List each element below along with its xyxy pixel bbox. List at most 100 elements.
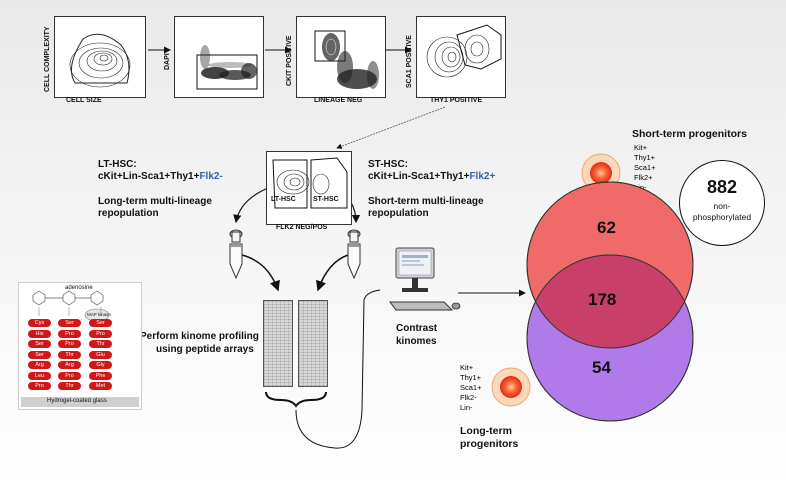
st-hsc-markers: cKit+Lin-Sca1+Thy1+Flk2+: [368, 171, 495, 182]
gate-label-st-hsc: ST-HSC: [313, 196, 339, 203]
st-hsc-flk2: Flk2+: [469, 171, 496, 182]
lt-hsc-title: LT-HSC:: [98, 159, 137, 170]
venn-diagram: [526, 181, 694, 422]
long-marker: Lin-: [460, 403, 473, 412]
venn-overlap-count: 178: [588, 290, 617, 309]
plot4-xlabel: THY1 POSITIVE: [430, 97, 483, 104]
peptide-residue: His: [28, 329, 51, 338]
gate-label-lt-hsc: LT-HSC: [271, 196, 296, 203]
venn-overlap-region: [527, 255, 693, 348]
tube-st-hsc-icon: [347, 229, 361, 280]
plot3-xlabel: LINEAGE NEG: [314, 97, 363, 104]
peptide-residue: Ser: [28, 350, 51, 359]
adenosine-label: adenosine: [65, 285, 93, 291]
short-marker: Flk2+: [634, 173, 653, 182]
peptide-residue: Phe: [89, 371, 112, 380]
peptide-residue: Ser: [58, 319, 81, 327]
lt-hsc-desc-1: Long-term multi-lineage: [98, 196, 212, 207]
flow-plot-sca1-thy1: [416, 16, 506, 98]
plot2-ylabel: DAPI: [164, 53, 171, 70]
peptide-residue: Pro: [58, 371, 81, 380]
venn-long-only-count: 54: [592, 358, 611, 377]
long-marker: Flk2-: [460, 393, 477, 402]
arrow-right-tube-array: [316, 254, 349, 292]
venn-short-only-count: 62: [597, 218, 616, 237]
arrow-left-tube-array: [241, 254, 280, 292]
st-hsc-desc-1: Short-term multi-lineage: [368, 196, 484, 207]
chemistry-drawing: [21, 290, 139, 407]
peptide-residue: Thr: [58, 350, 81, 359]
kinase-label: MAP kinase: [87, 312, 111, 317]
non-phospho-label-1: non-: [713, 201, 731, 211]
short-marker: Sca1+: [634, 163, 656, 172]
long-marker: Sca1+: [460, 383, 482, 392]
long-term-title-1: Long-term: [460, 425, 512, 437]
non-phospho-count: 882: [706, 177, 738, 197]
sort-plot-xlabel: FLK2 NEG/POS: [276, 224, 328, 231]
peptide-residue: Pro: [58, 329, 81, 338]
tube-lt-hsc-icon: [229, 229, 243, 280]
peptide-residue: Leu: [28, 371, 51, 380]
flow-plot-dapi: [174, 16, 264, 98]
peptide-residue: Glu: [89, 350, 112, 359]
peptide-residue: Pro: [28, 382, 51, 390]
contour-plot-sort: [272, 157, 348, 209]
flow-plot-cell-size: [54, 16, 146, 98]
st-hsc-desc-2: repopulation: [368, 208, 429, 219]
contrast-line-2: kinomes: [396, 336, 437, 347]
dot-plot-2: [196, 45, 258, 90]
flow-plot-lineage: [296, 16, 386, 98]
long-marker: Thy1+: [460, 373, 482, 382]
lt-hsc-flk2: Flk2-: [199, 171, 223, 182]
plot3-ylabel: CKIT POSITIVE: [286, 35, 293, 86]
peptide-residue: Thr: [89, 340, 112, 348]
computer-icon: [389, 247, 461, 311]
long-term-cell-icon: [491, 367, 531, 407]
long-term-title-2: progenitors: [460, 438, 519, 450]
kinome-profiling-line-2: using peptide arrays: [156, 344, 254, 355]
contour-plot-4: [426, 24, 502, 78]
contrast-line-1: Contrast: [396, 323, 438, 334]
peptide-residue: Ser: [89, 319, 112, 327]
arrow-sort-left-tube: [233, 187, 269, 224]
contour-plot-1: [69, 33, 131, 88]
peptide-residue: Arg: [28, 361, 51, 369]
peptide-residue: Cys: [28, 319, 51, 327]
arrow-plot4-sort: [336, 106, 446, 149]
lt-hsc-desc-2: repopulation: [98, 208, 159, 219]
non-phosphorylated-circle: 882 non- phosphorylated: [679, 160, 765, 246]
peptide-residue: Met: [89, 382, 112, 390]
non-phospho-label-2: phosphorylated: [692, 212, 752, 222]
st-hsc-title: ST-HSC:: [368, 159, 408, 170]
peptide-array-lt: [263, 300, 293, 387]
brace-under-arrays: [265, 391, 327, 408]
sort-plot-flk2: LT-HSC ST-HSC: [266, 151, 352, 225]
long-marker: Kit+: [460, 363, 474, 372]
dot-plot-3: [314, 30, 379, 89]
peptide-chemistry-panel: adenosine MAP kinase Hydrogel-coated gla…: [18, 282, 142, 410]
short-marker: Kit+: [634, 143, 648, 152]
plot1-xlabel: CELL SIZE: [66, 97, 102, 104]
st-hsc-marker-list: cKit+Lin-Sca1+Thy1+: [368, 171, 470, 182]
peptide-residue: Gly: [89, 361, 112, 369]
plot4-ylabel: SCA1 POSITIVE: [406, 35, 413, 88]
lt-hsc-markers: cKit+Lin-Sca1+Thy1+Flk2-: [98, 171, 223, 182]
peptide-residue: Pro: [89, 329, 112, 338]
connector-arrays-computer: [295, 289, 381, 449]
peptide-residue: Pro: [58, 340, 81, 348]
glass-label: Hydrogel-coated glass: [47, 398, 107, 404]
peptide-array-st: [298, 300, 328, 387]
peptide-residue: Thr: [58, 382, 81, 390]
short-term-title: Short-term progenitors: [632, 128, 747, 140]
long-term-markers: Kit+ Thy1+ Sca1+ Flk2- Lin-: [460, 363, 481, 413]
peptide-residue: Ser: [28, 340, 51, 348]
kinome-profiling-line-1: Perform kinome profiling: [140, 331, 259, 342]
short-marker: Thy1+: [634, 153, 656, 162]
peptide-residue: Arg: [58, 361, 81, 369]
plot1-ylabel: CELL COMPLEXITY: [44, 26, 51, 92]
lt-hsc-marker-list: cKit+Lin-Sca1+Thy1+: [98, 171, 200, 182]
